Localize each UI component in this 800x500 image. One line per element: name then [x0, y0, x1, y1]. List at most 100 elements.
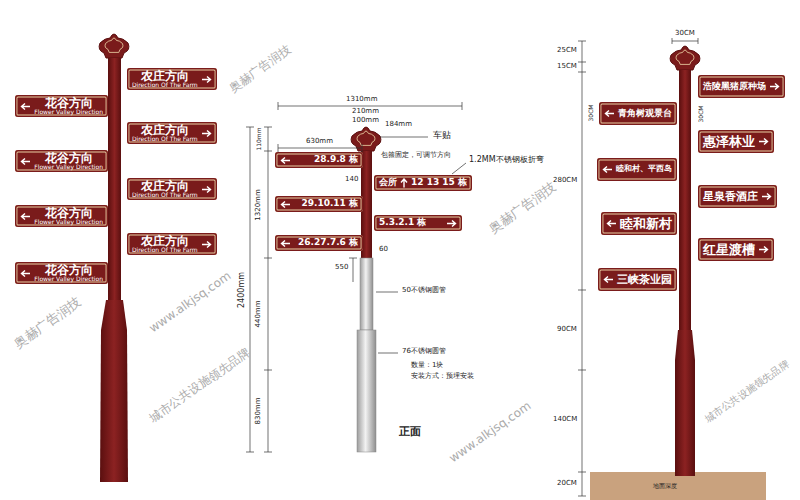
- sign-text-column: 花谷方向Flower Valley Direction: [34, 207, 103, 226]
- dimension-label: 50不锈钢圆管: [401, 287, 447, 295]
- view-title: 正面: [398, 426, 422, 438]
- sign-text-column: 花谷方向Flower Valley Direction: [34, 152, 103, 171]
- sign-text-column: 花谷方向Flower Valley Direction: [34, 264, 103, 283]
- arrow-symbol: [602, 165, 613, 174]
- dimension-label: 车贴: [432, 131, 452, 141]
- arrow-line: [282, 157, 291, 163]
- watermark: www.alkjsq.com: [446, 399, 534, 466]
- direction-sign: 29.10.11 栋: [275, 196, 363, 212]
- direction-sign: 花谷方向Flower Valley Direction: [15, 150, 108, 172]
- sign-subtext: Direction Of The Farm: [132, 82, 198, 88]
- sign-subtext: Direction Of The Farm: [132, 136, 198, 142]
- sign-text: 睦和村、平西岛: [616, 165, 672, 173]
- sign-text-column: 农庄方向Direction Of The Farm: [132, 70, 198, 89]
- ground-label: 地面深度: [652, 483, 678, 490]
- direction-sign: 会所12 13 15 栋: [374, 175, 472, 191]
- dimension-label: 20CM: [556, 480, 578, 488]
- dimension-label: 30CM: [674, 30, 696, 38]
- arrow-symbol: [758, 137, 769, 146]
- sign-text: 26.27.7.6 栋: [298, 238, 358, 247]
- arrow-symbol: [280, 239, 291, 248]
- arrow-symbol: [769, 82, 780, 91]
- dimension-label: 2400mm: [238, 271, 247, 309]
- direction-sign: 睦和新村: [601, 212, 677, 235]
- arrow-line: [22, 158, 31, 164]
- dimension-label: 30CM: [698, 104, 705, 123]
- right-signpost: [590, 46, 766, 500]
- direction-sign: 三峡茶业园: [598, 268, 677, 291]
- arrow-line: [759, 247, 768, 253]
- sign-subtext: Flower Valley Direction: [34, 276, 103, 282]
- watermark: www.alkjsq.com: [146, 269, 234, 336]
- arrow-line: [759, 139, 768, 145]
- dimension-label: 1320mm: [255, 188, 263, 221]
- direction-sign: 星泉香酒庄: [698, 185, 777, 208]
- arrow-line: [604, 167, 613, 173]
- arrow-line: [282, 240, 291, 246]
- sign-text: 农庄方向: [141, 124, 189, 137]
- sign-text: 5.3.2.1 栋: [379, 218, 426, 227]
- sign-text-column: 农庄方向Direction Of The Farm: [132, 180, 198, 199]
- watermark: 奥赫广告润技: [226, 43, 294, 96]
- sign-text: 三峡茶业园: [617, 274, 672, 286]
- arrow-line: [770, 84, 779, 90]
- sign-text: 会所: [379, 178, 397, 187]
- sign-text-column: 花谷方向Flower Valley Direction: [34, 97, 103, 116]
- arrow-line: [202, 130, 211, 136]
- sign-text: 浩陵黑猪原种场: [703, 82, 766, 91]
- direction-sign: 农庄方向Direction Of The Farm: [127, 233, 217, 255]
- arrow-line: [22, 270, 31, 276]
- dimension-label: 630mm: [305, 138, 334, 146]
- dimension-label: 184mm: [384, 121, 413, 129]
- sign-text-column: 农庄方向Direction Of The Farm: [132, 235, 198, 254]
- dimension-label: 包箍固定，可调节方向: [380, 152, 452, 160]
- arrow-line: [608, 221, 617, 227]
- direction-sign: 5.3.2.1 栋: [374, 215, 462, 231]
- dimension-label: 数量：1块: [410, 362, 444, 370]
- dimension-label: 30CM: [588, 103, 595, 122]
- direction-sign: 28.9.8 栋: [275, 152, 363, 168]
- direction-sign: 农庄方向Direction Of The Farm: [127, 122, 217, 144]
- direction-sign: 农庄方向Direction Of The Farm: [127, 178, 217, 200]
- arrow-line: [401, 179, 407, 188]
- watermark: 奥赫广告润技: [11, 294, 85, 352]
- sign-text: 星泉香酒庄: [703, 191, 758, 203]
- dimension-label: 76不锈钢圆管: [401, 348, 447, 356]
- dimension-label: 140CM: [552, 416, 578, 424]
- sign-subtext: Direction Of The Farm: [132, 247, 198, 253]
- sign-text: 花谷方向: [45, 97, 93, 110]
- dimension-label: 1.2MM不锈钢板折弯: [468, 156, 545, 165]
- dimension-label: 830mm: [255, 397, 263, 426]
- arrow-symbol: [280, 200, 291, 209]
- dimension-lines: [246, 102, 466, 452]
- sign-subtext: Flower Valley Direction: [34, 109, 103, 115]
- sign-text: 惠泽林业: [703, 135, 755, 149]
- arrow-symbol: [606, 219, 617, 228]
- arrow-symbol: [20, 157, 31, 166]
- dimension-label: 550: [334, 264, 349, 272]
- sign-text: 花谷方向: [45, 207, 93, 220]
- dimension-label: 440mm: [255, 300, 263, 329]
- direction-sign: 红星渡槽: [698, 238, 774, 261]
- sign-text: 29.10.11 栋: [301, 199, 358, 208]
- arrow-line: [762, 194, 771, 200]
- dimension-label: 140: [344, 176, 359, 184]
- dimension-label: 安装方式：预埋安装: [410, 373, 475, 381]
- direction-sign: 浩陵黑猪原种场: [698, 75, 785, 98]
- sign-text: 28.9.8 栋: [314, 155, 358, 164]
- arrow-symbol: [758, 245, 769, 254]
- arrow-line: [202, 76, 211, 82]
- arrow-symbol: [20, 212, 31, 221]
- dimension-label: 280CM: [552, 177, 578, 185]
- direction-sign: 花谷方向Flower Valley Direction: [15, 262, 108, 284]
- arrow-symbol: [201, 185, 212, 194]
- arrow-symbol: [603, 275, 614, 284]
- dimension-label: 1310mm: [345, 96, 378, 104]
- watermark: 奥赫广告润技: [486, 179, 560, 237]
- sign-text: 花谷方向: [45, 152, 93, 165]
- arrow-symbol: [20, 102, 31, 111]
- direction-sign: 花谷方向Flower Valley Direction: [15, 95, 108, 117]
- dimension-label: 90CM: [556, 326, 578, 334]
- dimension-label: 210mm: [351, 108, 380, 116]
